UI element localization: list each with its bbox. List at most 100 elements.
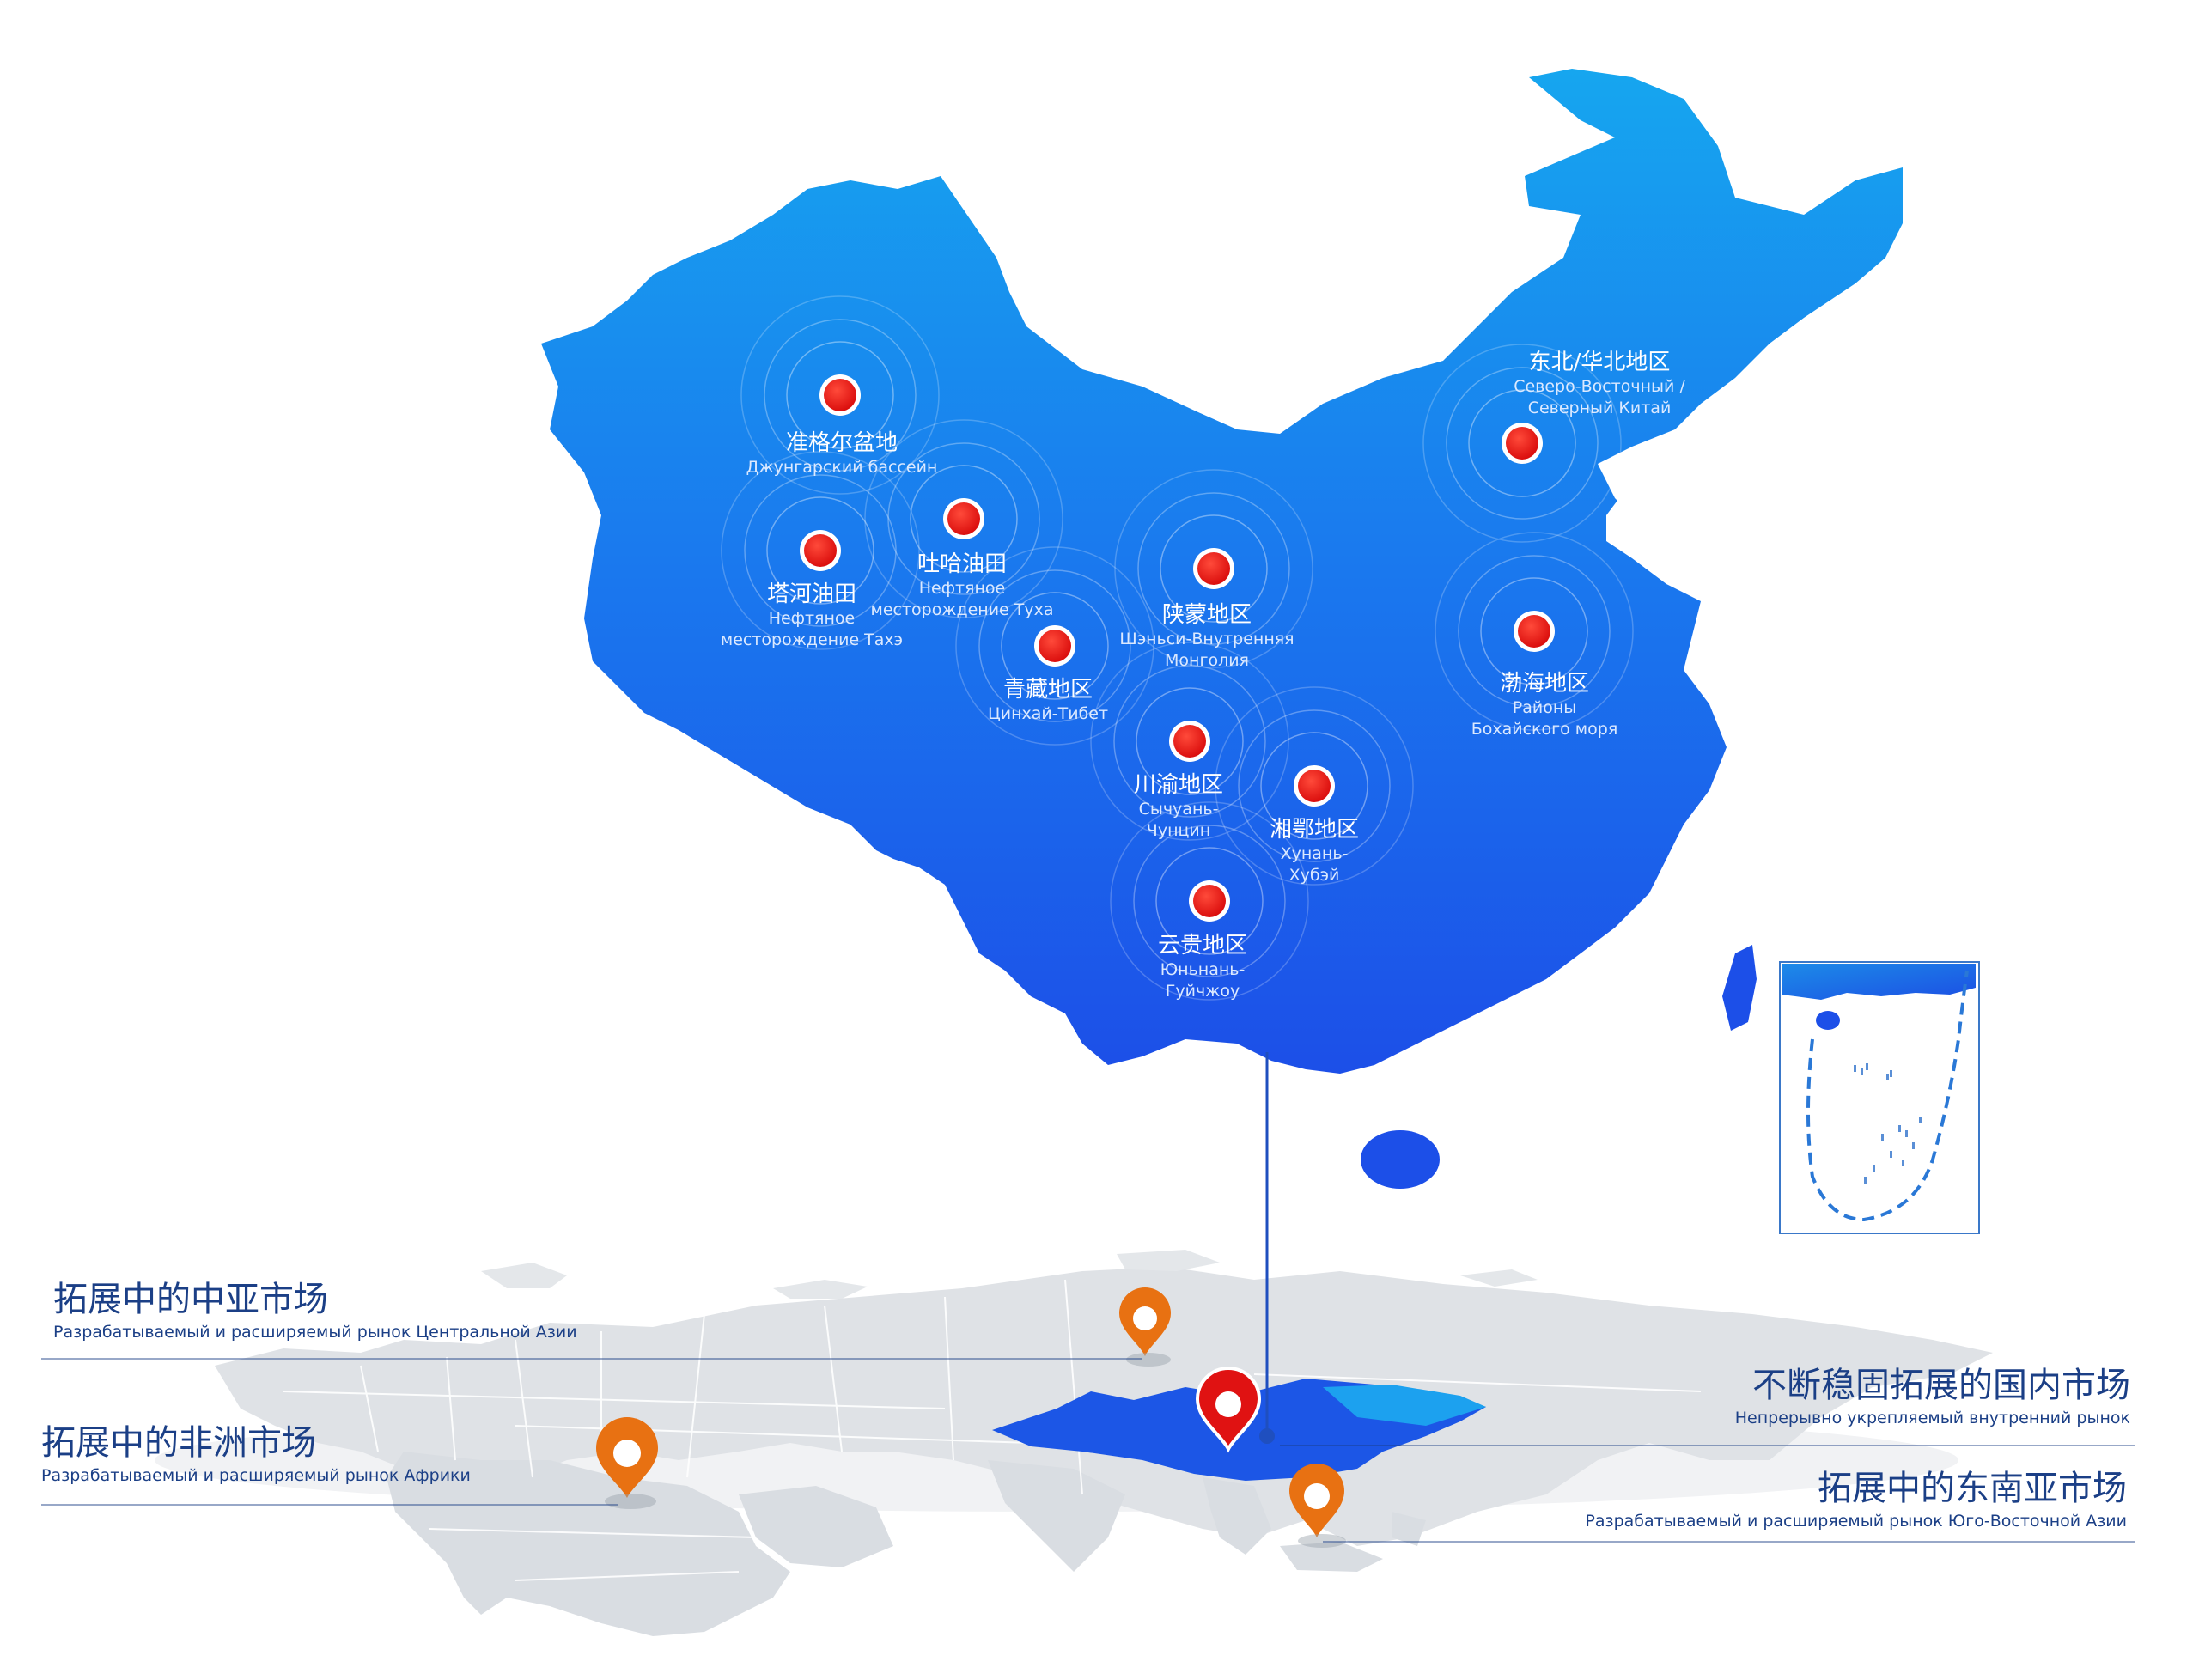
region-name-ru: Джунгарский бассейн [746,458,938,477]
pulse-ring [1260,732,1368,840]
region-label-sichuan-chongqing: 川渝地区 Сычуань-Чунцин [1127,771,1230,842]
market-pin-africa[interactable] [596,1417,658,1509]
region-name-zh: 吐哈油田 [917,551,1007,577]
world-china-north [1323,1385,1486,1426]
market-pin-southeast-asia[interactable] [1289,1464,1346,1548]
region-label-northeast-north: 东北/华北地区 Северо-Восточный / Северный Кита… [1501,349,1698,419]
region-label-hunan-hubei: 湘鄂地区 Хунань-Хубэй [1267,816,1361,886]
region-name-ru: Цинхай-Тибет [987,704,1109,723]
pulse-ring [721,451,920,650]
pulse-ring [1480,577,1588,685]
region-pin-sichuan-chongqing[interactable] [1090,642,1289,841]
pulse-ring [786,341,894,449]
region-pin-qinghai-tibet[interactable] [955,546,1154,746]
pulse-ring [740,295,940,495]
region-pin-junggar[interactable] [740,295,940,495]
pulse-ring [764,319,917,472]
hainan-island [1361,1130,1440,1189]
pulse-ring [1114,469,1313,668]
region-pin-yunnan-guizhou[interactable] [1110,801,1309,1001]
market-domestic: 不断稳固拓展的国内市场 Непрерывно укрепляемый внутр… [1735,1364,2130,1429]
market-title: 拓展中的东南亚市场 [1818,1469,2127,1508]
pin-dot [1197,552,1230,585]
region-pin-bohai[interactable] [1435,532,1634,731]
pulse-ring [1446,367,1599,520]
region-name-zh: 云贵地区 [1157,933,1247,959]
region-label-shaanxi-mongolia: 陕蒙地区 Шэньси-Внутренняя Монголия [1117,601,1297,672]
region-label-qinghai-tibet: 青藏地区 Цинхай-Тибет [988,676,1108,725]
inset-islands [1854,1063,1922,1184]
pin-dot [1506,427,1538,460]
pin-dot [804,534,837,567]
pulse-ring [978,569,1131,722]
pin-dot [1193,885,1226,917]
region-name-ru: Шэньси-Внутренняя Монголия [1119,630,1294,670]
africa-land [387,1452,790,1636]
pulse-ring [766,496,874,605]
southeast-asia-land [1203,1477,1426,1572]
market-subtitle: Непрерывно укрепляемый внутренний рынок [1734,1409,2130,1427]
pin-dot [1298,770,1331,802]
pulse-ring [1110,801,1309,1001]
pulse-ring [1001,592,1109,700]
region-label-tuha: 吐哈油田 Нефтяное месторождение Туха [863,551,1061,621]
pulse-ring [1238,709,1391,862]
region-pin-northeast-north[interactable] [1422,344,1622,543]
region-name-zh: 渤海地区 [1499,671,1589,697]
pulse-ring [1458,555,1611,708]
region-pin-shaanxi-mongolia[interactable] [1114,469,1313,668]
bohai-sea [1606,464,1675,558]
pin-dot [1518,615,1550,648]
market-title: 拓展中的非洲市场 [41,1423,316,1463]
inset-mainland [1782,964,1976,1000]
market-central-asia: 拓展中的中亚市场 Разрабатываемый и расширяемый р… [53,1278,577,1343]
connector-dot [1259,1428,1275,1444]
region-name-zh: 东北/华北地区 [1528,350,1671,375]
pulse-ring [1155,847,1264,955]
market-pin-central-asia[interactable] [1119,1287,1171,1367]
region-name-ru: Районы Бохайского моря [1471,698,1618,739]
pin-dot [824,379,856,411]
inset-frame [1779,961,1980,1234]
region-name-ru: Хунань-Хубэй [1280,844,1349,885]
inset-hainan [1816,1011,1840,1030]
region-name-ru: Северо-Восточный / Северный Китай [1514,377,1685,417]
region-name-zh: 川渝地区 [1133,772,1223,798]
region-name-ru: Нефтяное месторождение Тахэ [720,609,904,649]
taiwan-island [1722,945,1757,1031]
region-name-zh: 青藏地区 [1002,677,1093,703]
market-title: 拓展中的中亚市场 [53,1280,328,1319]
pulse-ring [1215,686,1414,886]
region-pin-hunan-hubei[interactable] [1215,686,1414,886]
region-name-ru: Нефтяное месторождение Туха [870,579,1054,619]
pin-dot [947,502,980,535]
pulse-ring [1136,687,1244,795]
pulse-ring [1113,665,1266,818]
pulse-ring [1422,344,1622,543]
arabia-land [739,1486,893,1567]
pin-dot [1173,725,1206,758]
region-label-yunnan-guizhou: 云贵地区 Юньнань-Гуйчжоу [1151,932,1254,1002]
pulse-ring [1468,389,1576,497]
region-pin-tuha[interactable] [864,419,1063,618]
pulse-ring [1160,514,1268,623]
region-name-ru: Сычуань-Чунцин [1138,800,1219,840]
pulse-ring [887,442,1040,595]
market-subtitle: Разрабатываемый и расширяемый рынок Афри… [41,1466,471,1485]
region-pin-tahe[interactable] [721,451,920,650]
region-name-ru: Юньнань-Гуйчжоу [1160,960,1246,1001]
nine-dash-line [1806,970,1969,1222]
pulse-ring [1090,642,1289,841]
pin-dot [1039,630,1071,662]
region-name-zh: 湘鄂地区 [1269,817,1359,843]
market-subtitle: Разрабатываемый и расширяемый рынок Цент… [53,1323,577,1342]
region-name-zh: 陕蒙地区 [1161,602,1252,628]
market-africa: 拓展中的非洲市场 Разрабатываемый и расширяемый р… [41,1421,471,1487]
region-label-junggar: 准格尔盆地 Джунгарский бассейн [746,429,938,478]
market-subtitle: Разрабатываемый и расширяемый рынок Юго-… [1585,1512,2127,1531]
market-pin-domestic[interactable] [1195,1367,1262,1453]
pulse-ring [910,465,1018,573]
south-china-sea-inset [1779,961,1980,1234]
